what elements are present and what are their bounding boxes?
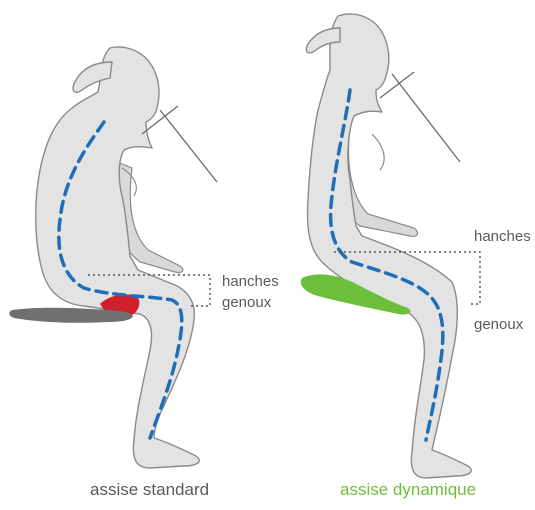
dynamic-seat-figure xyxy=(301,14,480,478)
left-figure-gaze-line xyxy=(160,110,217,182)
right-knees-label: genoux xyxy=(474,316,523,333)
left-hips-label: hanches xyxy=(222,273,279,290)
standard-seat-caption: assise standard xyxy=(90,480,209,500)
right-figure-chest xyxy=(372,134,384,170)
left-knees-label: genoux xyxy=(222,294,271,311)
standard-seat-figure xyxy=(9,47,217,468)
right-hips-label: hanches xyxy=(474,228,531,245)
right-figure-gaze-line xyxy=(392,74,460,162)
dynamic-seat-caption: assise dynamique xyxy=(340,480,476,500)
right-figure-body xyxy=(308,14,472,478)
